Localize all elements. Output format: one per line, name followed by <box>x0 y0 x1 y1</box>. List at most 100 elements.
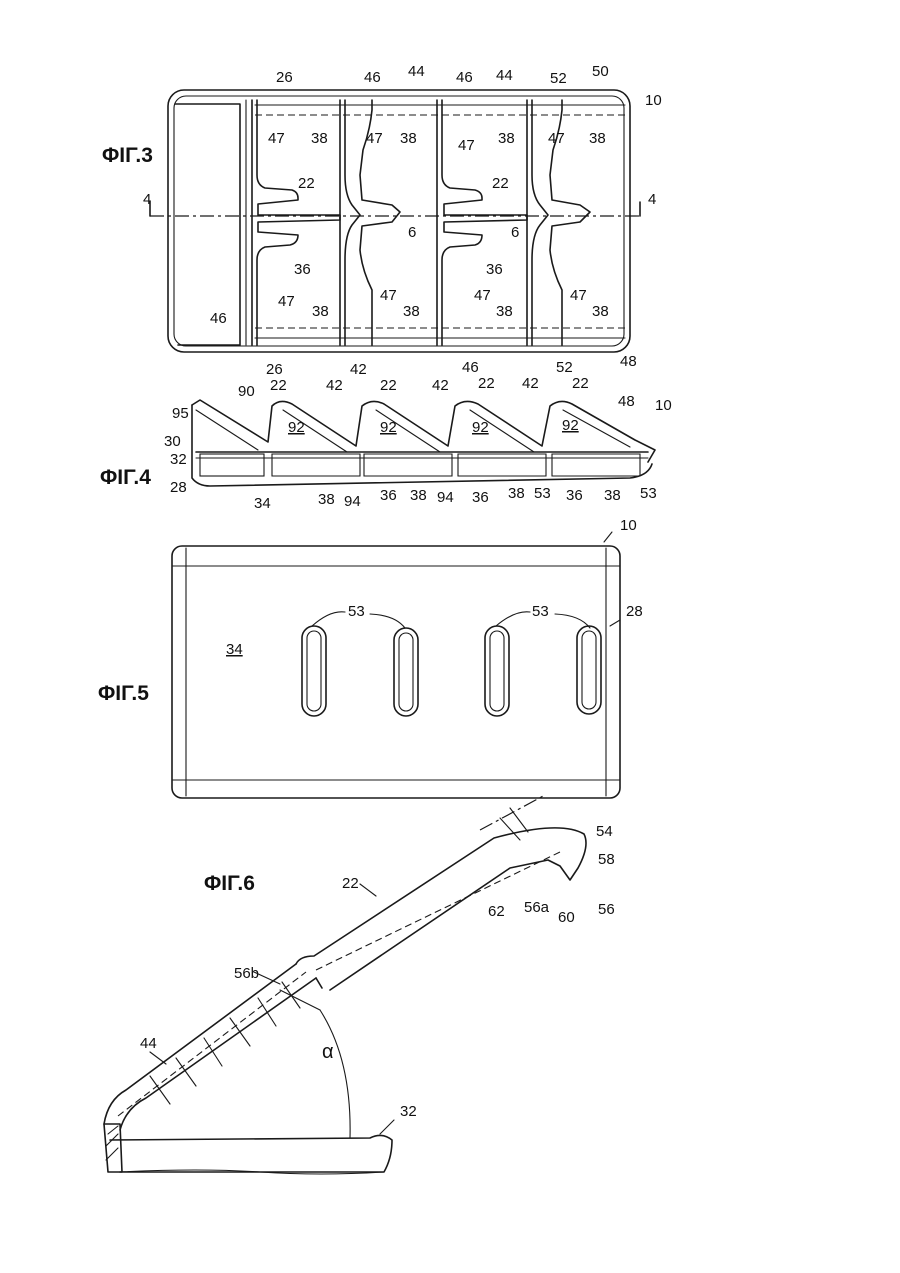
reference-label: 22 <box>380 377 397 394</box>
reference-label: 36 <box>294 261 311 278</box>
reference-label: 22 <box>270 377 287 394</box>
reference-label: 6 <box>408 224 416 241</box>
reference-label: 34 <box>254 495 271 512</box>
angle-arc <box>320 1010 350 1138</box>
reference-label: 42 <box>326 377 343 394</box>
slot-4 <box>577 626 601 714</box>
reference-label: 42 <box>522 375 539 392</box>
reference-label: 26 <box>276 69 293 86</box>
reference-label: 48 <box>620 353 637 370</box>
blade-edge-right <box>340 100 360 345</box>
section-ticks <box>150 202 640 216</box>
reference-label: 92 <box>288 419 305 436</box>
reference-label: 56a <box>524 899 550 916</box>
reference-label: 47 <box>458 137 475 154</box>
reference-label: 34 <box>226 641 243 658</box>
reference-label: 26 <box>266 361 283 378</box>
reference-label: 58 <box>598 851 615 868</box>
reference-label: 47 <box>570 287 587 304</box>
reference-label: 22 <box>342 875 359 892</box>
blade-axis <box>480 795 545 830</box>
reference-label: 92 <box>472 419 489 436</box>
reference-label: 28 <box>626 603 643 620</box>
reference-label: 38 <box>312 303 329 320</box>
reference-label: 53 <box>532 603 549 620</box>
reference-label: 32 <box>400 1103 417 1120</box>
reference-label: 95 <box>172 405 189 422</box>
reference-label: α <box>322 1041 334 1063</box>
reference-label: 47 <box>548 130 565 147</box>
reference-label: 44 <box>408 63 425 80</box>
reference-label: 42 <box>432 377 449 394</box>
reference-label: 36 <box>472 489 489 506</box>
figure-3-title: ΦΙΓ.3 <box>102 144 153 167</box>
drain-slots <box>302 626 601 716</box>
reference-label: 38 <box>604 487 621 504</box>
figure-6: ΦΙΓ.6 54 58 22 62 56a 60 56 56b α 44 32 <box>104 795 615 1174</box>
reference-label: 47 <box>380 287 397 304</box>
figure-3: ΦΙΓ.3 26 <box>102 63 662 378</box>
reference-label: 44 <box>140 1035 157 1052</box>
reference-label: 6 <box>511 224 519 241</box>
reference-label: 46 <box>456 69 473 86</box>
blade-edge-right-2 <box>527 100 548 345</box>
reference-label: 54 <box>596 823 613 840</box>
reference-label: 36 <box>486 261 503 278</box>
reference-label: 44 <box>496 67 513 84</box>
reference-label: 38 <box>496 303 513 320</box>
reference-label: 22 <box>492 175 509 192</box>
reference-label: 10 <box>645 92 662 109</box>
reference-label: 38 <box>318 491 335 508</box>
figure-6-title: ΦΙΓ.6 <box>204 872 255 895</box>
reference-label: 4 <box>648 191 656 208</box>
cell-bases <box>272 454 640 476</box>
reference-label: 46 <box>364 69 381 86</box>
reference-label: 38 <box>498 130 515 147</box>
reference-label: 47 <box>278 293 295 310</box>
reference-label: 30 <box>164 433 181 450</box>
reference-label: 47 <box>474 287 491 304</box>
figure-4-title: ΦΙΓ.4 <box>100 466 151 489</box>
reference-label: 4 <box>143 191 151 208</box>
reference-label: 53 <box>640 485 657 502</box>
reference-label: 22 <box>478 375 495 392</box>
slot-2 <box>394 628 418 716</box>
reference-label: 94 <box>437 489 454 506</box>
reference-label: 94 <box>344 493 361 510</box>
blade-cell-2 <box>437 100 548 345</box>
tray-section-outline <box>192 405 652 486</box>
fig3-labels: 26 46 44 46 44 52 50 10 47 38 47 38 47 3… <box>143 63 662 378</box>
end-compartment <box>175 104 240 345</box>
reference-label: 90 <box>238 383 255 400</box>
reference-label: 53 <box>348 603 365 620</box>
reference-label: 38 <box>403 303 420 320</box>
base-platform <box>110 1135 392 1172</box>
blade-cells <box>252 100 590 345</box>
reference-label: 50 <box>592 63 609 80</box>
reference-label: 10 <box>655 397 672 414</box>
corner-section <box>104 1124 122 1172</box>
reference-label: 36 <box>566 487 583 504</box>
reference-label: 92 <box>562 417 579 434</box>
slot-3 <box>485 626 509 716</box>
reference-label: 38 <box>400 130 417 147</box>
reference-label: 28 <box>170 479 187 496</box>
reference-label: 38 <box>508 485 525 502</box>
figure-5-title: ΦΙΓ.5 <box>98 682 149 705</box>
corner-hatch <box>106 1126 118 1160</box>
reference-label: 22 <box>572 375 589 392</box>
reference-label: 92 <box>380 419 397 436</box>
reference-label: 52 <box>550 70 567 87</box>
reference-label: 22 <box>298 175 315 192</box>
reference-label: 56 <box>598 901 615 918</box>
reference-label: 38 <box>410 487 427 504</box>
reference-label: 62 <box>488 903 505 920</box>
reference-label: 56b <box>234 965 259 982</box>
reference-label: 47 <box>366 130 383 147</box>
end-block <box>200 454 264 476</box>
slot-1 <box>302 626 326 716</box>
reference-label: 10 <box>620 517 637 534</box>
reference-label: 38 <box>589 130 606 147</box>
fig4-labels: 90 22 42 22 42 22 42 22 48 10 95 30 32 2… <box>164 375 672 512</box>
